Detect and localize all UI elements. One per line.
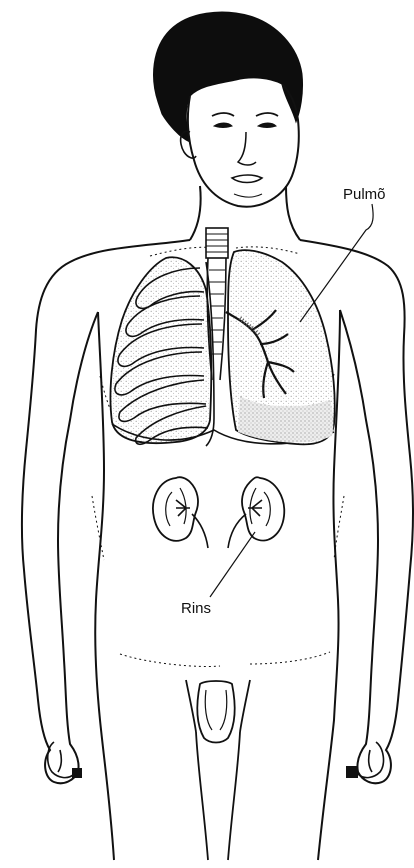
- face-outline: [188, 84, 299, 207]
- kidney-right-anatomical: [153, 477, 208, 548]
- genitals: [197, 681, 234, 743]
- trachea: [206, 228, 228, 380]
- left-eye: [258, 123, 276, 128]
- left-hand-shadow: [72, 768, 82, 778]
- label-lungs: Pulmõ: [343, 186, 386, 203]
- chin-line: [234, 194, 262, 197]
- left-eyebrow: [256, 113, 278, 116]
- right-eye: [214, 123, 232, 128]
- mouth: [232, 175, 262, 183]
- kidney-left-anatomical: [228, 477, 284, 548]
- label-kidneys: Rins: [181, 600, 211, 617]
- nose: [238, 132, 256, 165]
- hair: [154, 12, 303, 142]
- inner-thigh-lines: [196, 732, 240, 860]
- left-hand: [48, 742, 74, 778]
- waist-dots: [92, 496, 344, 667]
- right-eyebrow: [212, 113, 234, 116]
- right-hand: [358, 742, 383, 778]
- right-hand-shadow: [346, 766, 358, 778]
- kidneys-leader-line: [210, 532, 255, 597]
